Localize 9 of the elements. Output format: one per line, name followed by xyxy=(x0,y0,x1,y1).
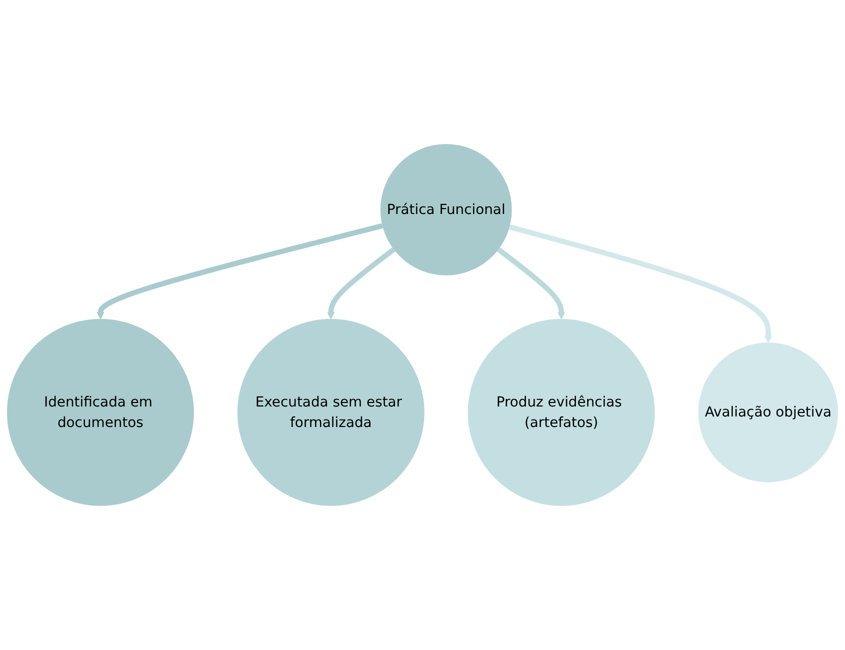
arrow xyxy=(508,224,772,343)
node-circle: Prática Funcional xyxy=(380,144,512,276)
arrow xyxy=(496,247,566,320)
arrow xyxy=(96,223,384,320)
node-circle: Identificada em documentos xyxy=(6,318,194,506)
node-circle: Avaliação objetiva xyxy=(698,342,838,482)
node-circle: Executada sem estar formalizada xyxy=(237,318,424,506)
node-circle: Produz evidências (artefatos) xyxy=(468,318,655,506)
arrow xyxy=(327,247,396,320)
